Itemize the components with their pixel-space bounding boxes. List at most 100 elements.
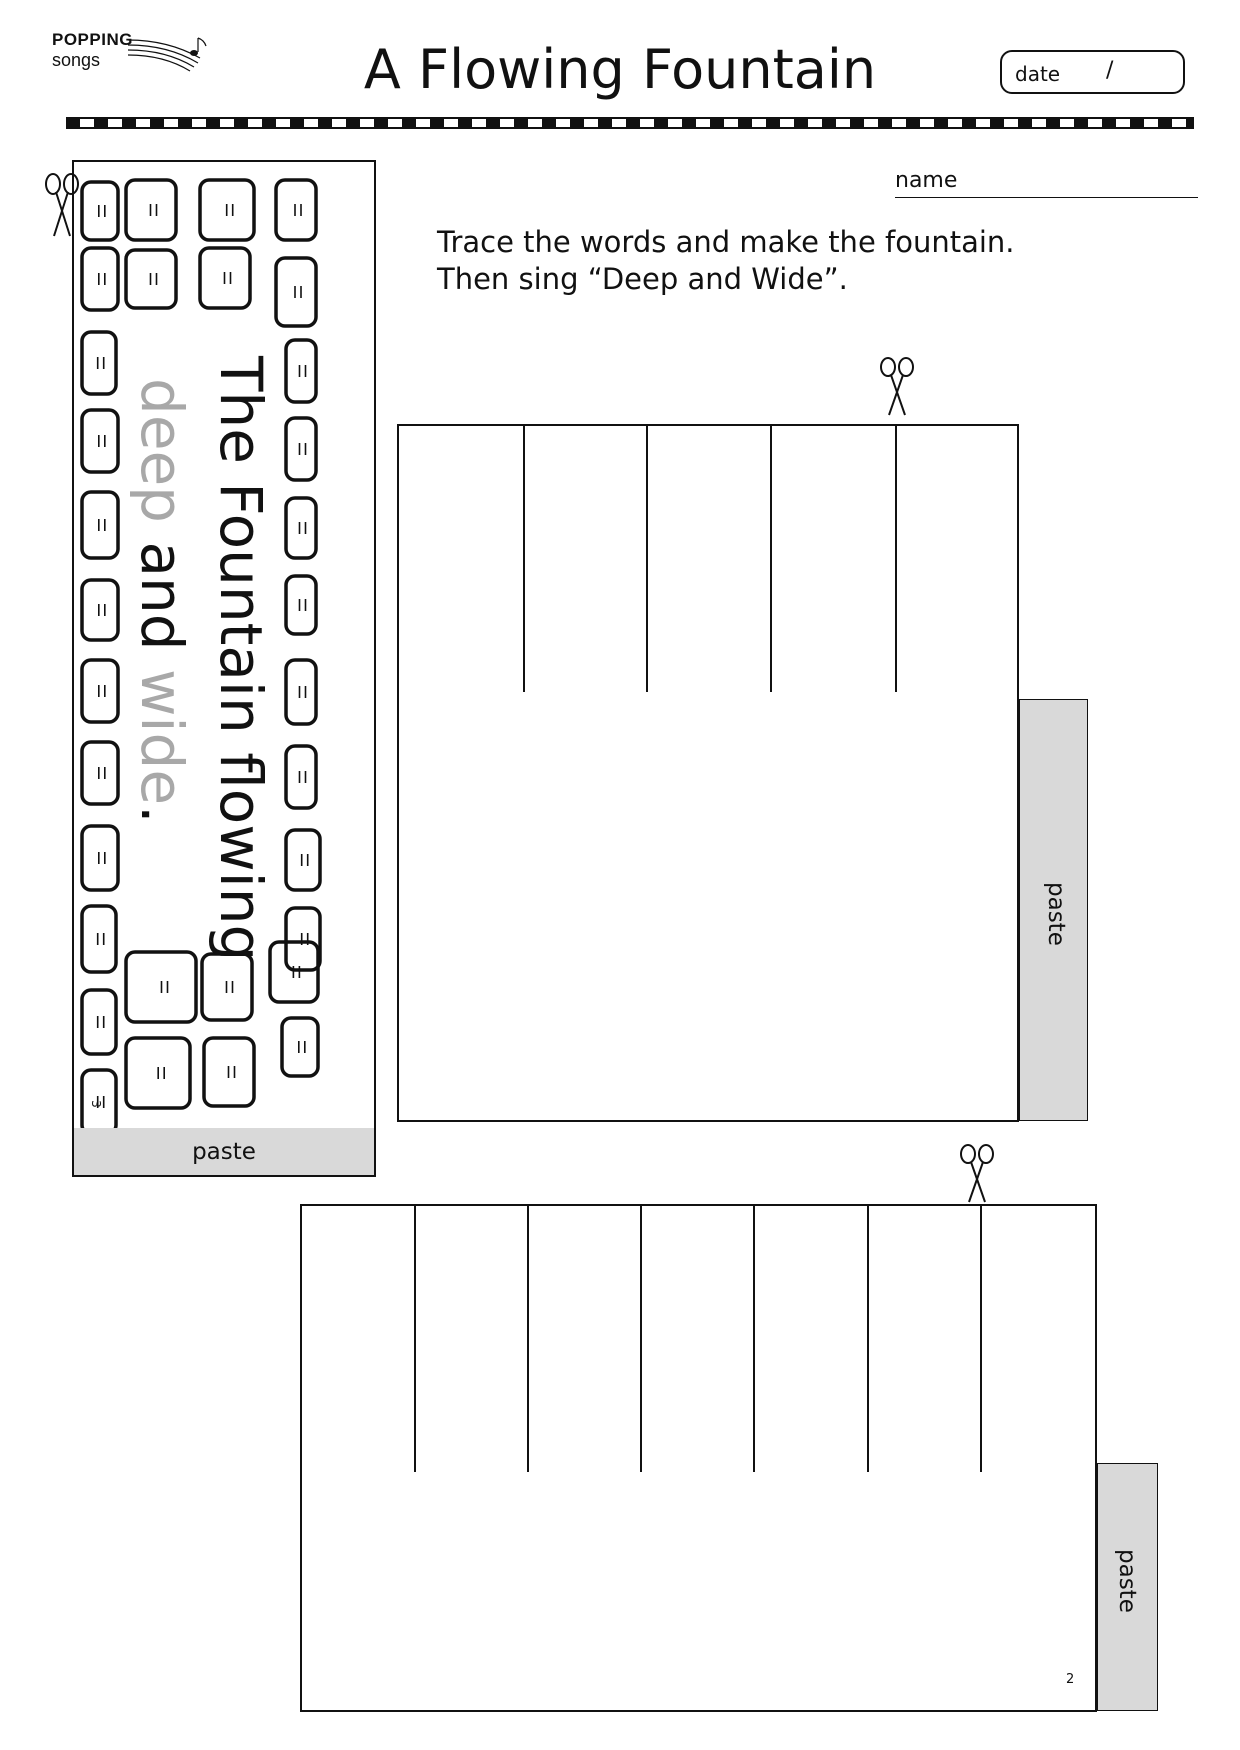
stone-mark [149,204,158,216]
trace-word-wide: wide [128,669,196,806]
stone [200,952,254,1022]
fountain-stones [80,178,322,1128]
stone [274,256,318,328]
stone [280,1016,320,1078]
stone-mark [96,1016,105,1028]
period: . [128,805,196,824]
cut-line [646,426,648,692]
date-field[interactable] [1000,50,1185,94]
stone [80,330,118,396]
stone-mark [96,1096,105,1108]
stone [80,180,120,242]
stone-mark [298,599,307,611]
paste-tab-top [1019,699,1088,1121]
stone [80,904,118,974]
stone [198,178,256,242]
cut-line [867,1206,869,1472]
stone-mark [227,1066,236,1078]
cut-line [980,1206,982,1472]
stone [274,178,318,242]
stone-mark [157,1067,165,1079]
stone [80,824,120,892]
stone-mark [225,981,234,993]
music-staff-icon [128,37,207,72]
stone [284,338,318,404]
stone [124,950,198,1024]
stone-mark [96,933,105,945]
stone [284,416,318,482]
stone-mark [98,519,106,531]
scissors-icon [880,357,914,416]
stone [124,178,178,242]
strip-paste-label: paste [192,1138,256,1165]
stone-mark [298,443,307,455]
brand-logo-line1: POPPING [52,30,133,49]
date-label: date [1015,62,1061,86]
stone-mark [298,686,307,698]
stone-mark [298,365,307,377]
cut-line [523,426,525,692]
scissors-icon [960,1144,994,1203]
cut-line [414,1206,416,1472]
fountain-strip [72,160,376,1177]
date-separator: / [1106,58,1114,83]
stone-mark [96,357,105,369]
stone [284,828,322,892]
trace-word-deep: deep [128,378,196,523]
stone [284,744,318,810]
stone [80,1068,118,1128]
stone-mark [292,966,301,978]
stone-mark [223,272,232,284]
stone-mark [294,204,302,216]
stone-mark [225,204,234,216]
music-note-icon [190,50,198,56]
stone-mark [160,981,169,993]
fountain-frame-top [397,424,1019,1122]
stone [80,658,120,724]
stone [80,246,120,312]
instruction-line-2: Then sing “Deep and Wide”. [437,262,848,296]
stone [80,578,120,642]
stone-mark [149,273,158,285]
paste-label-top: paste [1043,882,1069,946]
stone-mark [298,771,307,783]
paste-label-bottom: paste [1114,1549,1140,1613]
stone [284,906,322,972]
stone [284,658,318,726]
word-and: and [128,541,196,651]
fountain-frame-bottom [300,1204,1097,1712]
strip-paste-area: paste [74,1128,374,1175]
stone [198,246,252,310]
stone [80,408,120,474]
stone [80,740,120,806]
cut-line [895,426,897,692]
stone-mark [98,273,106,285]
stone-mark [98,685,106,697]
cut-line [640,1206,642,1472]
cut-line [753,1206,755,1472]
cut-line [527,1206,529,1472]
checkered-divider [66,117,1194,129]
stone [284,574,318,636]
strip-phrase-line-1: The Fountain flowing [207,356,275,962]
stone [284,496,318,560]
frame-number: 2 [1066,1672,1075,1687]
scissors-icon [45,173,79,237]
strip-number: 3 [88,1100,103,1108]
stone [80,988,118,1056]
brand-logo-line2: songs [52,50,101,70]
stone-mark [298,522,307,534]
stone [80,490,120,560]
stone-mark [294,286,302,298]
stone-mark [98,435,106,447]
stone-mark [98,852,106,864]
page-title: A Flowing Fountain [363,38,877,101]
name-line[interactable] [895,197,1198,198]
name-label: name [895,168,958,193]
stone [124,248,178,310]
stone [268,940,320,1004]
cut-line [770,426,772,692]
instruction-line-1: Trace the words and make the fountain. [437,225,1015,259]
stone-mark [98,604,106,616]
stone [124,1036,192,1110]
